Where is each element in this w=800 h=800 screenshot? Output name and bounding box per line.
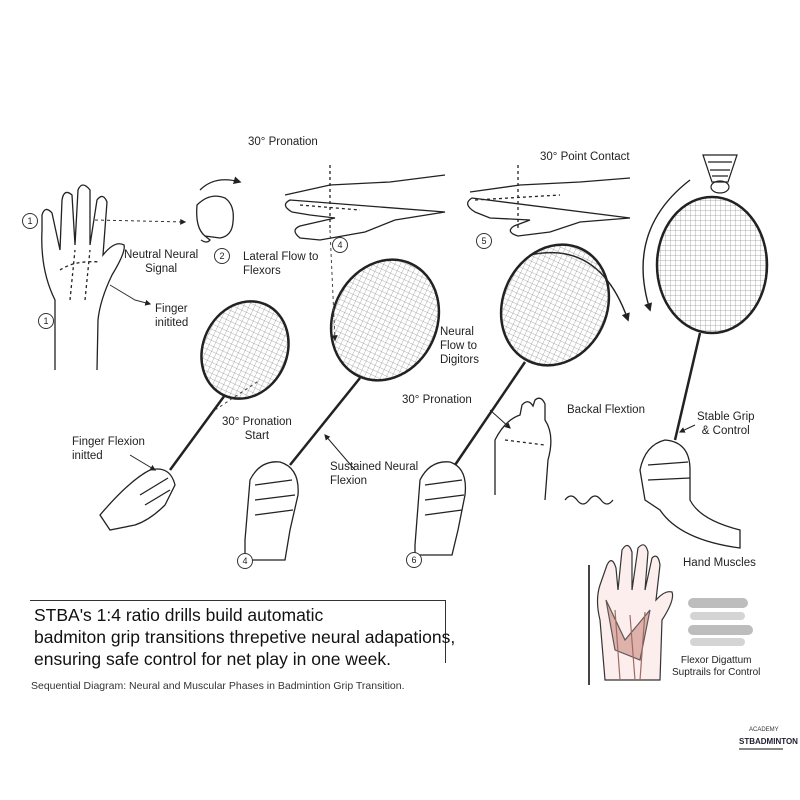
logo-underline <box>739 748 783 750</box>
label-flexor-digit: Flexor Digattum Suptrails for Control <box>672 655 761 678</box>
muscle-bars <box>688 598 753 646</box>
grip-hand-1 <box>99 468 176 531</box>
step-number-4b: 4 <box>237 553 253 569</box>
step-number-2: 2 <box>214 248 230 264</box>
label-stable-grip: Stable Grip & Control <box>697 411 755 437</box>
label-finger-flexion: Finger Flexion initted <box>72 436 145 462</box>
step-number-6: 6 <box>406 552 422 568</box>
open-palm-hand <box>41 184 125 371</box>
racket-1 <box>168 300 290 471</box>
grip-hand-4 <box>639 439 741 549</box>
label-backal-flexion: Backal Flextion <box>567 404 645 416</box>
label-pronation-start: 30° Pronation Start <box>222 416 292 442</box>
grip-hand-3 <box>414 461 467 556</box>
caption-line-1: STBA's 1:4 ratio drills build automatic <box>34 605 324 625</box>
fist-hand <box>196 176 242 243</box>
label-neural-flow: Neural Flow to Digitors <box>440 326 479 366</box>
flexing-hand <box>494 397 552 501</box>
label-pronation-top: 30° Pronation <box>248 136 318 148</box>
label-hand-muscles: Hand Muscles <box>683 557 756 569</box>
step-number-5: 5 <box>476 233 492 249</box>
label-lateral-flow: Lateral Flow to Flexors <box>243 251 319 277</box>
subcaption: Sequential Diagram: Neural and Muscular … <box>31 680 405 692</box>
label-finger-initied: Finger initited <box>155 303 189 329</box>
pronating-hand <box>284 165 446 241</box>
caption-line-2: badmiton grip transitions threpetive neu… <box>34 627 456 647</box>
label-neutral-neural: Neutral Neural Signal <box>124 249 199 275</box>
caption-frame <box>30 600 446 663</box>
logo-academy-text: ACADEMY <box>749 727 779 733</box>
step-number-4a: 4 <box>332 237 348 253</box>
label-pronation-mid: 30° Pronation <box>402 394 472 406</box>
grip-hand-2 <box>244 461 299 561</box>
anatomy-hand <box>596 544 674 681</box>
logo-main-text: STBADMINTON <box>739 737 798 746</box>
label-point-contact: 30° Point Contact <box>540 151 630 163</box>
point-contact-hand <box>467 165 631 237</box>
step-number-1b: 1 <box>38 313 54 329</box>
caption-line-3: ensuring safe control for net play in on… <box>34 649 392 669</box>
racket-3 <box>453 243 611 466</box>
label-sustained-neural: Sustained Neural Flexion <box>330 461 419 487</box>
academy-logo: ACADEMY STBADMINTON <box>735 725 798 765</box>
racket-2 <box>289 258 441 466</box>
step-number-1a: 1 <box>22 213 38 229</box>
racket-4 <box>655 195 769 441</box>
shuttlecock <box>702 154 738 194</box>
